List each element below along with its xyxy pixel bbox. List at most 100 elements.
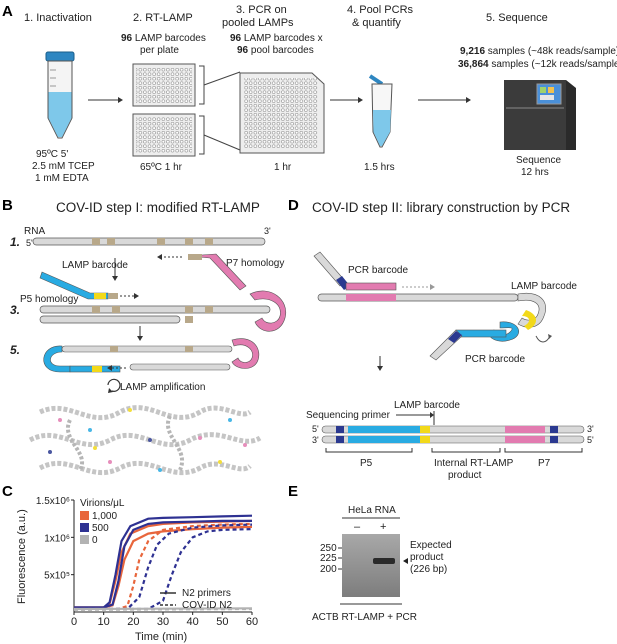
- rna-five-prime: 5': [26, 238, 33, 248]
- lamp-barcode-label: LAMP barcode: [62, 260, 128, 271]
- pcr-primer-top: [313, 251, 397, 291]
- pool-time: 1.5 hrs: [364, 162, 395, 173]
- panel-label-c: C: [2, 483, 13, 500]
- panel-label-e: E: [288, 483, 298, 500]
- legend-n2-primers: N2 primers: [182, 588, 231, 599]
- legend-label-500: 500: [92, 523, 109, 534]
- final-library: [321, 425, 585, 444]
- sequence-label: Sequence: [516, 155, 561, 166]
- pcr-barcode-top-label: PCR barcode: [348, 265, 408, 276]
- lamp-barcode-label-d2: LAMP barcode: [394, 400, 460, 411]
- gel-caption: ACTB RT-LAMP + PCR: [312, 612, 417, 623]
- library-five-prime-right: 5': [587, 435, 594, 445]
- expected-product-2: product: [410, 552, 444, 563]
- series-line-6: [74, 528, 253, 611]
- p5-label: P5: [360, 458, 373, 469]
- step-5-number: 5.: [10, 343, 20, 357]
- rt-lamp-time: 65ºC 1 hr: [140, 162, 183, 173]
- step-3-product: [39, 290, 287, 332]
- y-tick-label: 1x10⁶: [44, 533, 70, 544]
- legend-label-1000: 1,000: [92, 511, 117, 522]
- sequence-samples-1: 9,216 samples (~48k reads/sample): [460, 46, 617, 57]
- y-axis-label: Fluorescence (a.u.): [16, 509, 28, 604]
- pcr-plate-icon: [239, 72, 325, 154]
- y-tick-label: 1.5x10⁶: [36, 496, 70, 507]
- lamp-amplification-label: LAMP amplification: [120, 382, 205, 393]
- x-tick-label: 60: [246, 616, 258, 628]
- pcr-primer-bottom: [429, 329, 507, 361]
- p7-label: P7: [538, 458, 551, 469]
- step-5-product: [43, 338, 260, 373]
- ladder-225: 225: [320, 553, 337, 564]
- falcon-tube-icon: [45, 51, 75, 139]
- pcr-time: 1 hr: [274, 162, 292, 173]
- series-line-8: [73, 607, 253, 611]
- ladder-200: 200: [320, 564, 337, 575]
- sequence-samples-2: 36,864 samples (~12k reads/sample): [458, 59, 617, 70]
- legend-swatch-1000: [80, 511, 89, 520]
- ladder-250: 250: [320, 543, 337, 554]
- inactivation-edta: 1 mM EDTA: [35, 173, 89, 184]
- panel-label-b: B: [2, 197, 13, 214]
- gel-header: HeLa RNA: [348, 505, 396, 516]
- library-three-prime-left: 3': [312, 435, 319, 445]
- lamp-plate-top-icon: [132, 63, 196, 107]
- sequencing-primer-label: Sequencing primer: [306, 410, 391, 421]
- library-three-prime-right: 3': [587, 424, 594, 434]
- x-tick-label: 10: [98, 616, 110, 628]
- lamp-plate-bottom-icon: [132, 113, 196, 157]
- x-tick-label: 20: [127, 616, 139, 628]
- panel-label-a: A: [2, 3, 13, 20]
- expected-product-1: Expected: [410, 540, 452, 551]
- rna-strand: [32, 237, 266, 246]
- gel-plus: +: [380, 521, 386, 533]
- p7-homology-label: P7 homology: [226, 258, 284, 269]
- expected-product-3: (226 bp): [410, 564, 447, 575]
- microcentrifuge-tube-icon: [368, 74, 393, 148]
- lamp-barcode-label-d: LAMP barcode: [511, 281, 577, 292]
- step-4-label: 4. Pool PCRs: [347, 4, 414, 16]
- panel-b-title: COV-ID step I: modified RT-LAMP: [56, 200, 260, 215]
- internal-product-label-2: product: [448, 470, 482, 481]
- step-1-number: 1.: [10, 235, 20, 249]
- sequence-time: 12 hrs: [521, 167, 549, 178]
- panel-label-d: D: [288, 197, 299, 214]
- series-line-5: [74, 523, 253, 611]
- legend-title: Virions/μL: [80, 498, 125, 509]
- step-1-label: 1. Inactivation: [24, 12, 92, 24]
- step-3-label: 3. PCR on: [236, 4, 287, 16]
- gel-minus: –: [354, 521, 361, 533]
- inactivation-temp: 95ºC 5': [36, 149, 68, 160]
- lamp-product-hairpin: [317, 292, 546, 342]
- y-tick-label: 5x10⁵: [44, 571, 70, 582]
- internal-product-label: Internal RT-LAMP: [434, 458, 514, 469]
- sequencer-icon: [504, 80, 576, 150]
- library-five-prime-left: 5': [312, 424, 319, 434]
- panel-d-title: COV-ID step II: library construction by …: [312, 200, 570, 215]
- inactivation-tcep: 2.5 mM TCEP: [32, 161, 95, 172]
- lamp-amplicons-illustration: [28, 405, 262, 476]
- series-line-3: [74, 519, 252, 609]
- x-tick-label: 30: [157, 616, 169, 628]
- p5-homology-label: P5 homology: [20, 294, 78, 305]
- pcr-lamp-barcodes: 96 LAMP barcodes x: [230, 33, 323, 44]
- x-tick-label: 40: [187, 616, 199, 628]
- rt-lamp-per-plate: per plate: [140, 45, 179, 56]
- rna-three-prime: 3': [264, 226, 271, 236]
- rna-label: RNA: [24, 226, 45, 237]
- rt-lamp-barcodes: 96 LAMP barcodes: [121, 33, 206, 44]
- step-4-label-line2: & quantify: [352, 17, 401, 29]
- legend-label-0: 0: [92, 535, 98, 546]
- legend-swatch-0: [80, 535, 89, 544]
- pcr-barcode-bottom-label: PCR barcode: [465, 354, 525, 365]
- cycle-arrow-icon: [107, 378, 121, 393]
- series-line-2: [74, 514, 253, 609]
- pcr-pool-barcodes: 96 pool barcodes: [237, 45, 314, 56]
- step-5-label: 5. Sequence: [486, 12, 548, 24]
- legend-cov-id-n2: COV-ID N2: [182, 600, 232, 611]
- x-axis-label: Time (min): [135, 631, 187, 643]
- gel-image: [342, 534, 400, 597]
- legend-swatch-500: [80, 523, 89, 532]
